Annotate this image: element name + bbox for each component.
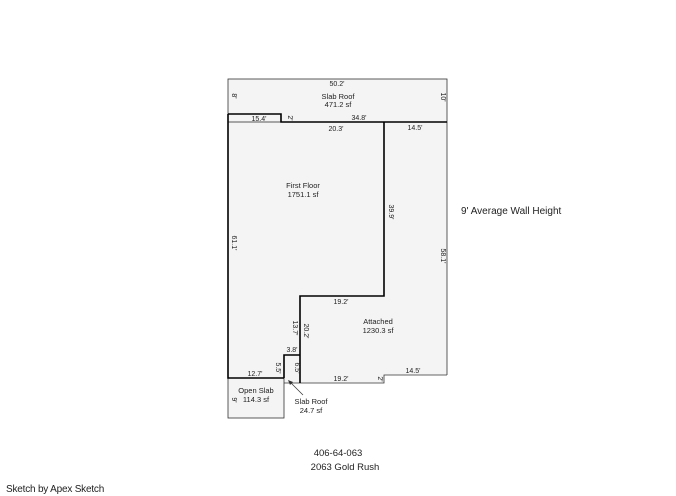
sketch-credit: Sketch by Apex Sketch	[6, 484, 105, 495]
dim-roof-mid: 34.8'	[352, 115, 367, 122]
dim-ff-jog: 2'	[286, 115, 293, 120]
dim-att-bottom-right: 14.5'	[406, 368, 421, 375]
dim-right-top: 10'	[439, 92, 446, 101]
slab-roof-small-fill	[284, 355, 300, 383]
slab-roof-top-area: 471.2 sf	[325, 100, 353, 109]
slab-roof-pointer-line	[289, 381, 304, 396]
dim-small-top: 3.8'	[286, 347, 297, 354]
first-floor-fill	[228, 114, 384, 378]
slab-roof-top-name: Slab Roof	[322, 92, 356, 101]
open-slab-area: 114.3 sf	[243, 395, 270, 404]
small-slab-roof-outline	[283, 354, 300, 378]
slab-roof-small-name: Slab Roof	[295, 397, 329, 406]
dim-open-slab-top: 12.7'	[248, 371, 263, 378]
attached-area: 1230.3 sf	[363, 326, 395, 335]
dim-top-width: 50.2'	[330, 81, 345, 88]
dim-att-jog: 2'	[376, 376, 383, 381]
first-floor-left-wall	[227, 114, 284, 379]
slab-roof-pointer-arrowhead	[288, 380, 293, 385]
dim-open-slab-side: 9'	[230, 397, 237, 402]
open-slab-name: Open Slab	[238, 386, 273, 395]
slab-roof-small-area: 24.7 sf	[300, 406, 323, 415]
dim-right-wall: 58.1'	[439, 249, 446, 264]
dim-left-top: 8'	[230, 93, 237, 98]
attached-fill	[300, 122, 447, 383]
dim-left-lower: 5.5'	[274, 362, 281, 373]
dim-ff-top-mid: 20.3'	[329, 126, 344, 133]
first-floor-name: First Floor	[286, 181, 320, 190]
parcel-number: 406-64-063	[314, 448, 363, 459]
open-slab-fill	[228, 378, 284, 418]
dim-att-top: 14.5'	[408, 125, 423, 132]
first-floor-outline	[228, 113, 447, 123]
dim-left-wall: 61.1'	[230, 236, 237, 251]
dim-att-bottom-mid: 19.2'	[334, 376, 349, 383]
attached-outline-lower	[284, 374, 447, 384]
dim-ff-top-left: 15.4'	[252, 116, 267, 123]
attached-name: Attached	[363, 317, 393, 326]
first-floor-right-wall	[299, 122, 385, 383]
dim-inner-tall: 20.2'	[302, 324, 309, 339]
dim-ff-bottom: 19.2'	[334, 299, 349, 306]
dim-inner-upper: 13.7'	[291, 321, 298, 336]
property-address: 2063 Gold Rush	[311, 462, 380, 473]
wall-height-note: 9' Average Wall Height	[461, 206, 562, 217]
dim-small-side: 6.5'	[293, 362, 300, 373]
first-floor-area: 1751.1 sf	[288, 190, 320, 199]
dim-ff-right: 39.9'	[387, 205, 394, 220]
